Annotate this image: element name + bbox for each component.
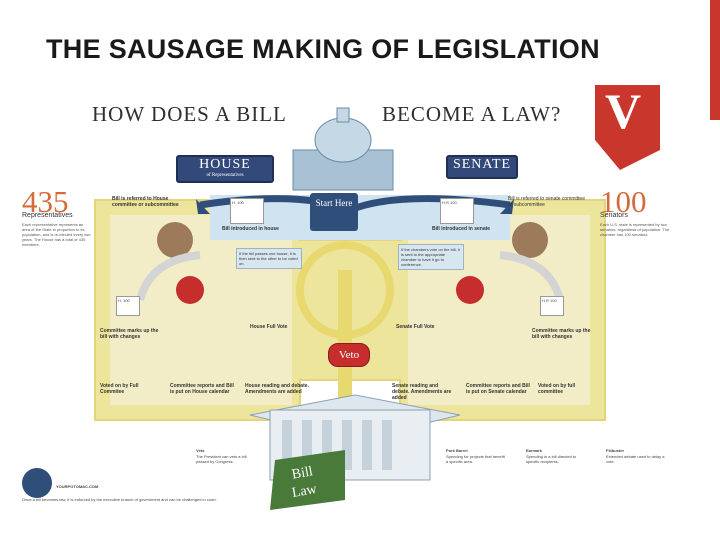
headline-left: HOW DOES A BILL xyxy=(92,102,287,126)
house-step-committee-marks: Committee marks up the bill with changes xyxy=(100,328,159,340)
house-panel xyxy=(110,215,292,405)
house-step-committee-reports: Committee reports and Bill is put on Hou… xyxy=(170,383,234,395)
arrowhead-senate xyxy=(500,199,514,214)
legend-earmark-text: Spending in a bill directed to specific … xyxy=(526,454,577,464)
arrowhead-house xyxy=(196,199,210,214)
senate-step-committee-marks: Committee marks up the bill with changes xyxy=(532,328,591,340)
start-here-badge xyxy=(310,193,358,231)
house-tag: HOUSE of Representatives xyxy=(176,155,274,183)
senate-bill-doc: H.R 100 xyxy=(440,198,474,224)
house-note: If the bill passes one house, it is then… xyxy=(236,248,302,269)
house-step-voted-full: Voted on by Full Commitee xyxy=(100,383,139,395)
arrow-senate xyxy=(348,195,511,214)
senate-doc-small: H.R 100 xyxy=(540,296,564,316)
legend-veto-title: Veto xyxy=(196,448,205,453)
house-tag-label: HOUSE xyxy=(199,157,251,172)
capitol-building xyxy=(292,107,394,191)
start-here-label: Start Here xyxy=(315,198,353,208)
legend-pork-title: Pork Barrel xyxy=(446,448,468,453)
legend-filibuster-text: Extended debate used to delay a vote. xyxy=(606,454,665,464)
senate-step-introduced: Bill introduced in senate xyxy=(432,226,491,232)
senate-step-referred: Bill is referred to senate committee or … xyxy=(508,196,585,208)
side-accent-bar xyxy=(710,0,720,120)
senate-description: Each U.S. state is represented by two se… xyxy=(600,222,670,237)
center-ring xyxy=(296,241,394,339)
house-tag-sub: of Representatives xyxy=(206,173,244,178)
loop-arrow-left xyxy=(136,251,201,302)
footer-logo xyxy=(22,468,52,498)
corner-badge xyxy=(595,85,660,170)
senate-step-committee-reports: Committee reports and Bill is put on Sen… xyxy=(466,383,530,395)
legend-veto-text: The President can veto a bill passed by … xyxy=(196,454,247,464)
house-step-reading: House reading and debate. Amendments are… xyxy=(245,383,309,395)
bill-law-badge xyxy=(270,450,345,510)
house-step-introduced: Bill introduced in house xyxy=(222,226,279,232)
senate-count: 100 xyxy=(600,184,647,219)
house-meeting-icon xyxy=(157,222,193,258)
footer-text: Once a bill becomes law, it is enforced … xyxy=(22,497,217,502)
house-bill-doc: H. 100 xyxy=(230,198,264,224)
house-vote-icon xyxy=(176,276,204,304)
legend-filibuster-title: Filibuster xyxy=(606,448,625,453)
house-count: 435 xyxy=(22,184,69,219)
senate-count-label: Senators xyxy=(600,212,629,219)
headline-right: BECOME A LAW? xyxy=(382,102,562,126)
legend-earmark-title: Earmark xyxy=(526,448,543,453)
senate-tag: SENATE xyxy=(446,155,518,179)
footer-logo-text: YOURPOTOMAC.COM xyxy=(56,484,99,489)
senate-meeting-icon xyxy=(512,222,548,258)
senate-note: If the chambers vote on the bill, it is … xyxy=(398,244,464,270)
corner-letter: V xyxy=(605,83,642,139)
legend-pork-text: Spending for projects that benefit a spe… xyxy=(446,454,505,464)
house-description: Each representative represents an area o… xyxy=(22,222,91,247)
white-house-building xyxy=(249,394,461,481)
house-count-label: Representatives xyxy=(22,212,73,219)
senate-tag-label: SENATE xyxy=(452,157,512,172)
veto-badge: Veto xyxy=(328,343,370,367)
house-step-referred: Bill is referred to House committee or s… xyxy=(112,196,179,208)
senate-step-reading: Senate reading and debate. Amendments ar… xyxy=(392,383,452,401)
senate-step-full-vote: Senate Full Vote xyxy=(396,324,435,330)
house-doc-small: H. 100 xyxy=(116,296,140,316)
house-step-full-vote: House Full Vote xyxy=(250,324,288,330)
loop-arrow-right xyxy=(499,251,564,302)
slide-title: THE SAUSAGE MAKING OF LEGISLATION xyxy=(46,34,600,64)
senate-vote-icon xyxy=(456,276,484,304)
senate-step-voted-full: Voted on by full committee xyxy=(538,383,576,395)
